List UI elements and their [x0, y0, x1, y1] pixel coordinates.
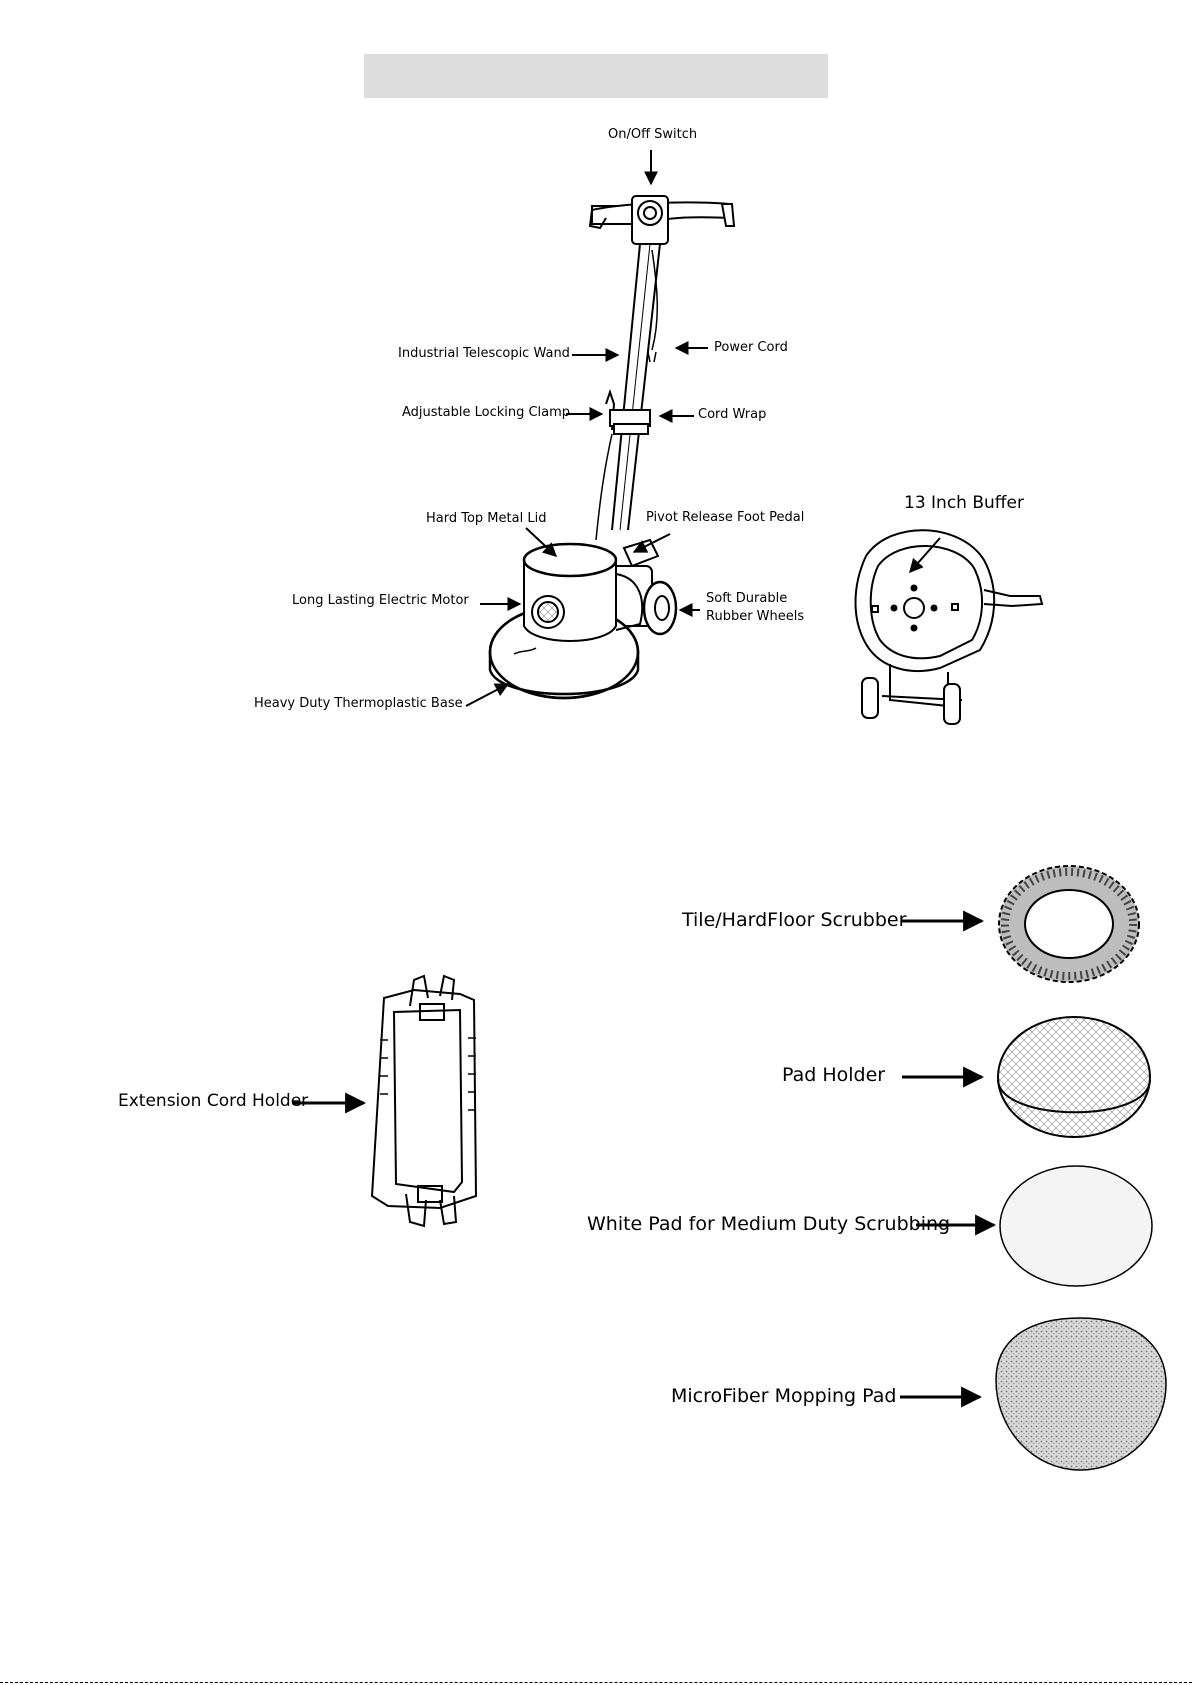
label-industrial-wand: Industrial Telescopic Wand — [398, 347, 570, 362]
arrow-base — [466, 684, 508, 706]
scrubber-brush-illustration — [999, 866, 1139, 982]
buffer-underside-illustration — [856, 530, 1043, 724]
label-on-off-switch: On/Off Switch — [608, 128, 697, 143]
label-white-pad: White Pad for Medium Duty Scrubbing — [587, 1214, 950, 1236]
floor-machine-illustration — [490, 196, 734, 698]
label-electric-motor: Long Lasting Electric Motor — [292, 594, 469, 609]
label-foot-pedal: Pivot Release Foot Pedal — [646, 511, 804, 526]
label-microfiber-pad: MicroFiber Mopping Pad — [671, 1386, 896, 1408]
pad-holder-disc-illustration — [998, 1017, 1150, 1137]
label-buffer-13-inch: 13 Inch Buffer — [904, 494, 1024, 514]
microfiber-pad-illustration — [996, 1318, 1166, 1470]
label-cord-wrap: Cord Wrap — [698, 408, 766, 423]
label-power-cord: Power Cord — [714, 341, 788, 356]
page-bottom-rule — [0, 1682, 1192, 1683]
white-pad-disc-illustration — [1000, 1166, 1152, 1286]
extension-cord-holder-illustration — [372, 976, 476, 1226]
label-thermoplastic-base: Heavy Duty Thermoplastic Base — [254, 697, 463, 712]
label-extension-cord-holder: Extension Cord Holder — [118, 1092, 308, 1112]
label-metal-lid: Hard Top Metal Lid — [426, 512, 546, 527]
label-wheels-line2: Rubber Wheels — [706, 610, 804, 625]
label-wheels-line1: Soft Durable — [706, 592, 787, 607]
label-locking-clamp: Adjustable Locking Clamp — [402, 406, 570, 421]
label-scrubber: Tile/HardFloor Scrubber — [682, 910, 906, 932]
label-pad-holder: Pad Holder — [782, 1065, 885, 1087]
